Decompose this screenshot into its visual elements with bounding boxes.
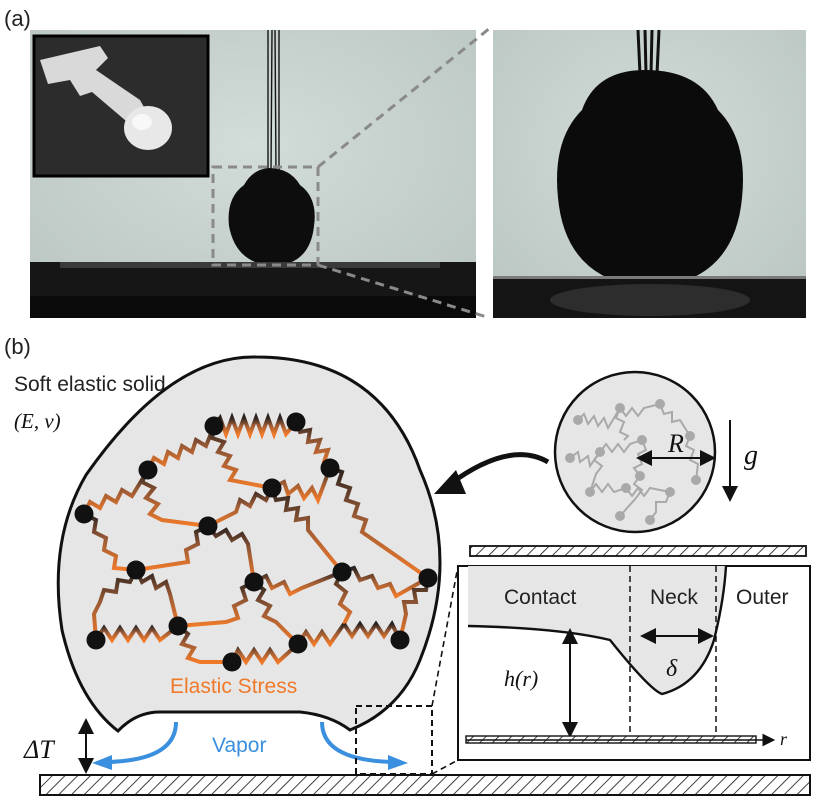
neck-label: Neck xyxy=(650,586,698,609)
radius-label: R xyxy=(667,429,684,458)
neck-inset xyxy=(457,565,811,761)
vapor-label: Vapor xyxy=(212,734,266,757)
delta-label: δ xyxy=(666,656,678,682)
spring-network xyxy=(82,412,430,666)
heated-substrate xyxy=(39,774,811,796)
undeformed-sphere xyxy=(553,370,717,534)
solid-params: (E, ν) xyxy=(14,409,61,433)
r-axis-label: r xyxy=(780,729,788,749)
spring-nodes xyxy=(74,412,438,672)
zoom-box xyxy=(355,705,433,775)
small-substrate xyxy=(469,545,807,557)
outer-label: Outer xyxy=(736,586,789,609)
panel-a-label: (a) xyxy=(4,6,31,31)
solid-title: Soft elastic solid xyxy=(14,373,166,396)
photo-left xyxy=(30,26,491,320)
deformation-arrow xyxy=(448,452,550,487)
vapor-arrow-right-head xyxy=(388,755,408,770)
elastic-stress-label: Elastic Stress xyxy=(170,675,297,698)
delta-t-label: ΔT xyxy=(23,735,55,764)
deformation-arrow-head xyxy=(434,470,466,494)
contact-label: Contact xyxy=(504,586,577,609)
gravity-label: g xyxy=(744,440,758,471)
photo-right xyxy=(493,29,806,318)
height-label: h(r) xyxy=(504,666,538,691)
vapor-arrows xyxy=(107,721,393,764)
vapor-arrow-left-head xyxy=(92,755,112,770)
panel-b-label: (b) xyxy=(4,334,31,359)
zoom-line-bottom xyxy=(431,759,459,775)
zoom-line-top xyxy=(431,565,459,707)
